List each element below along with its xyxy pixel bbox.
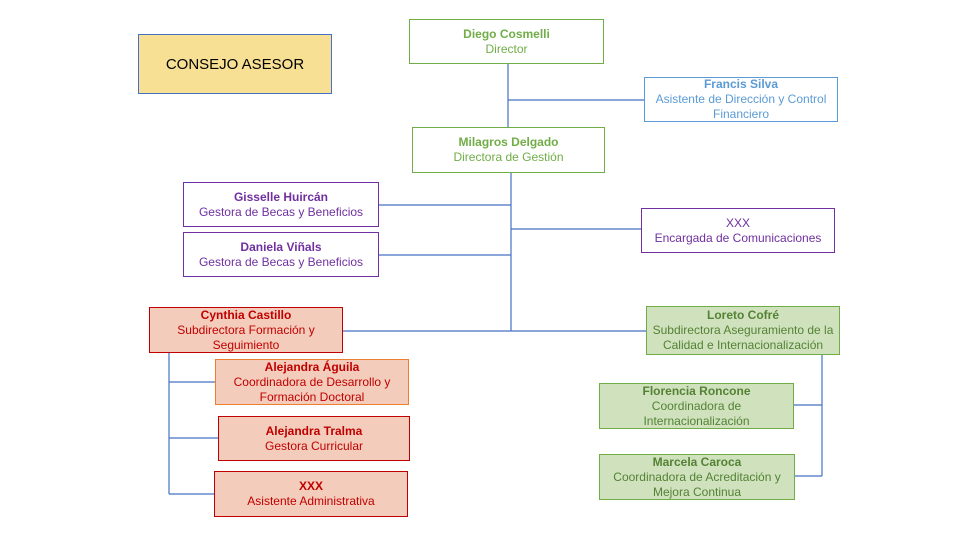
node-name: Gisselle Huircán (233, 189, 329, 204)
node-name: Francis Silva (703, 77, 779, 91)
node-coord-internacional: Florencia Roncone Coordinadora de Intern… (599, 383, 794, 429)
node-directora-gestion: Milagros Delgado Directora de Gestión (412, 127, 605, 173)
node-asistente-direccion: Francis Silva Asistente de Dirección y C… (644, 77, 838, 122)
node-role: Gestora de Becas y Beneficios (198, 204, 364, 219)
node-name: Loreto Cofré (707, 308, 779, 322)
node-role: Encargada de Comunicaciones (654, 230, 822, 245)
node-gestora-becas-1: Gisselle Huircán Gestora de Becas y Bene… (183, 182, 379, 227)
node-role: Coordinadora de Acreditación y Mejora Co… (613, 469, 781, 499)
node-name: Daniela Viñals (240, 239, 322, 254)
node-name: XXX (725, 215, 750, 230)
node-role: Gestora de Becas y Beneficios (198, 254, 364, 269)
node-role: Coordinadora de Internacionalización (643, 398, 750, 428)
node-role: Directora de Gestión (453, 150, 564, 164)
node-subdirectora-formacion: Cynthia Castillo Subdirectora Formación … (149, 307, 343, 353)
node-coord-acreditacion: Marcela Caroca Coordinadora de Acreditac… (599, 454, 795, 500)
node-name: Milagros Delgado (458, 135, 559, 149)
node-role: Asistente de Dirección y Control Financi… (655, 92, 827, 121)
node-role: Director (485, 41, 528, 56)
node-comunicaciones: XXX Encargada de Comunicaciones (641, 208, 835, 253)
node-role: Asistente Administrativa (247, 494, 375, 508)
node-role: Coordinadora de Desarrollo y Formación D… (233, 374, 391, 404)
node-gestora-becas-2: Daniela Viñals Gestora de Becas y Benefi… (183, 232, 379, 277)
node-name: Diego Cosmelli (463, 26, 550, 41)
node-role: Gestora Curricular (264, 438, 364, 453)
consejo-asesor-label: CONSEJO ASESOR (165, 55, 305, 73)
consejo-asesor-box: CONSEJO ASESOR (138, 34, 332, 94)
node-director: Diego Cosmelli Director (409, 19, 604, 64)
node-role: Subdirectora Aseguramiento de la Calidad… (652, 323, 834, 352)
node-subdirectora-calidad: Loreto Cofré Subdirectora Aseguramiento … (646, 306, 840, 355)
node-name: Cynthia Castillo (200, 307, 292, 322)
node-name: XXX (298, 479, 323, 493)
node-name: Florencia Roncone (642, 383, 751, 398)
node-role: Subdirectora Formación y Seguimiento (177, 322, 315, 352)
node-gestora-curricular: Alejandra Tralma Gestora Curricular (218, 416, 410, 461)
node-coord-desarrollo: Alejandra Águila Coordinadora de Desarro… (215, 359, 409, 405)
node-name: Alejandra Tralma (265, 423, 363, 438)
node-name: Alejandra Águila (264, 359, 360, 374)
node-name: Marcela Caroca (652, 454, 742, 469)
node-asistente-admin: XXX Asistente Administrativa (214, 471, 408, 517)
